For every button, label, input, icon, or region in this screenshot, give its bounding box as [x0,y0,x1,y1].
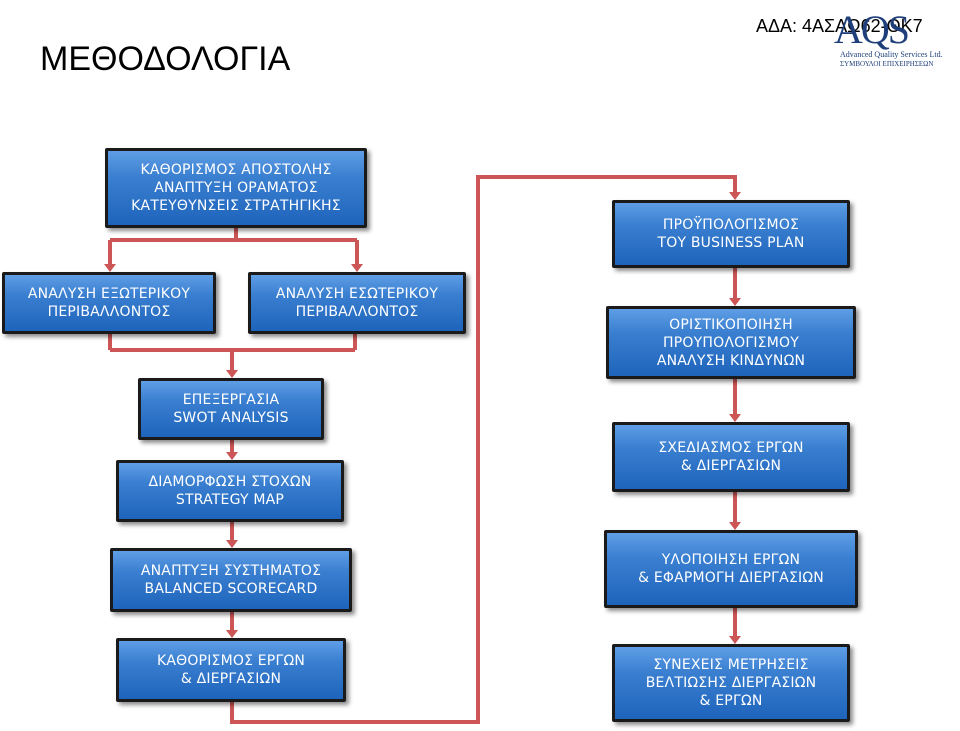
arrowhead-risk [729,298,741,306]
internal-analysis-label: ΑΝΑΛΥΣΗ ΕΣΩΤΕΡΙΚΟΥ ΠΕΡΙΒΑΛΛΟΝΤΟΣ [275,286,439,320]
internal-analysis-box: ΑΝΑΛΥΣΗ ΕΣΩΤΕΡΙΚΟΥ ΠΕΡΙΒΑΛΛΟΝΤΟΣ [248,272,466,334]
external-analysis-label: ΑΝΑΛΥΣΗ ΕΞΩΤΕΡΙΚΟΥ ΠΕΡΙΒΑΛΛΟΝΤΟΣ [27,286,191,320]
mission-vision-box: ΚΑΘΟΡΙΣΜΟΣ ΑΠΟΣΤΟΛΗΣ ΑΝΑΠΤΥΞΗ ΟΡΑΜΑΤΟΣ Κ… [105,148,367,228]
risk-analysis-label: ΟΡΙΣΤΙΚΟΠΟΙΗΣΗ ΠΡΟΥΠΟΛΟΓΙΣΜΟΥ ΑΝΑΛΥΣΗ ΚΙ… [656,316,806,369]
strategy-map-box: ΔΙΑΜΟΡΦΩΣΗ ΣΤΟΧΩΝ STRATEGY MAP [116,460,344,522]
connector-analysis-merge [108,334,357,370]
implementation-label: ΥΛΟΠΟΙΗΣΗ ΕΡΓΩΝ & ΕΦΑΡΜΟΓΗ ΔΙΕΡΓΑΣΙΩΝ [638,552,824,586]
arrowhead-design [729,414,741,422]
continuous-improvement-label: ΣΥΝΕΧΕΙΣ ΜΕΤΡΗΣΕΙΣ ΒΕΛΤΙΩΣΗΣ ΔΙΕΡΓΑΣΙΩΝ … [645,657,817,709]
arrowhead-projects [226,630,238,638]
arrowhead-scorecard [226,540,238,548]
arrowhead-budget [729,192,741,200]
connector-mission-split [108,228,359,266]
strategy-map-label: ΔΙΑΜΟΡΦΩΣΗ ΣΤΟΧΩΝ STRATEGY MAP [148,474,312,508]
arrowhead-improve [729,636,741,644]
arrowhead-internal [351,264,363,272]
risk-analysis-box: ΟΡΙΣΤΙΚΟΠΟΙΗΣΗ ΠΡΟΥΠΟΛΟΓΙΣΜΟΥ ΑΝΑΛΥΣΗ ΚΙ… [606,306,856,379]
logo-tagline: ΣΥΜΒΟΥΛΟΙ ΕΠΙΧΕΙΡΗΣΕΩΝ [840,60,934,68]
connector-loop [230,175,737,724]
balanced-scorecard-label: ΑΝΑΠΤΥΞΗ ΣΥΣΤΗΜΑΤΟΣ BALANCED SCORECARD [140,563,322,597]
design-projects-label: ΣΧΕΔΙΑΣΜΟΣ ΕΡΓΩΝ & ΔΙΕΡΓΑΣΙΩΝ [658,440,804,474]
projects-processes-label: ΚΑΘΟΡΙΣΜΟΣ ΕΡΓΩΝ & ΔΙΕΡΓΑΣΙΩΝ [156,653,306,687]
implementation-box: ΥΛΟΠΟΙΗΣΗ ΕΡΓΩΝ & ΕΦΑΡΜΟΓΗ ΔΙΕΡΓΑΣΙΩΝ [604,530,858,608]
page-title: ΜΕΘΟΔΟΛΟΓΙΑ [40,40,291,78]
mission-vision-label: ΚΑΘΟΡΙΣΜΟΣ ΑΠΟΣΤΟΛΗΣ ΑΝΑΠΤΥΞΗ ΟΡΑΜΑΤΟΣ Κ… [131,162,341,214]
balanced-scorecard-box: ΑΝΑΠΤΥΞΗ ΣΥΣΤΗΜΑΤΟΣ BALANCED SCORECARD [110,548,352,612]
ada-code: ΑΔΑ: 4ΑΣΑΩ62-ΘΚ7 [756,16,923,36]
swot-label: ΕΠΕΞΕΡΓΑΣΙΑ SWOT ANALYSIS [173,392,289,426]
projects-processes-box: ΚΑΘΟΡΙΣΜΟΣ ΕΡΓΩΝ & ΔΙΕΡΓΑΣΙΩΝ [116,638,346,702]
arrowhead-map [226,452,238,460]
arrowhead-impl [729,522,741,530]
aqs-logo: AQS Advanced Quality Services Ltd. ΣΥΜΒΟ… [834,6,950,68]
continuous-improvement-box: ΣΥΝΕΧΕΙΣ ΜΕΤΡΗΣΕΙΣ ΒΕΛΤΙΩΣΗΣ ΔΙΕΡΓΑΣΙΩΝ … [612,644,850,722]
swot-box: ΕΠΕΞΕΡΓΑΣΙΑ SWOT ANALYSIS [138,378,324,440]
budget-box: ΠΡΟΫΠΟΛΟΓΙΣΜΟΣ ΤΟΥ BUSINESS PLAN [612,200,850,268]
budget-label: ΠΡΟΫΠΟΛΟΓΙΣΜΟΣ ΤΟΥ BUSINESS PLAN [657,217,805,251]
logo-mark: AQS [834,7,910,52]
logo-company-name: Advanced Quality Services Ltd. [840,50,943,59]
design-projects-box: ΣΧΕΔΙΑΣΜΟΣ ΕΡΓΩΝ & ΔΙΕΡΓΑΣΙΩΝ [612,422,850,492]
arrowhead-swot [226,370,238,378]
external-analysis-box: ΑΝΑΛΥΣΗ ΕΞΩΤΕΡΙΚΟΥ ΠΕΡΙΒΑΛΛΟΝΤΟΣ [2,272,216,334]
arrowhead-external [104,264,116,272]
